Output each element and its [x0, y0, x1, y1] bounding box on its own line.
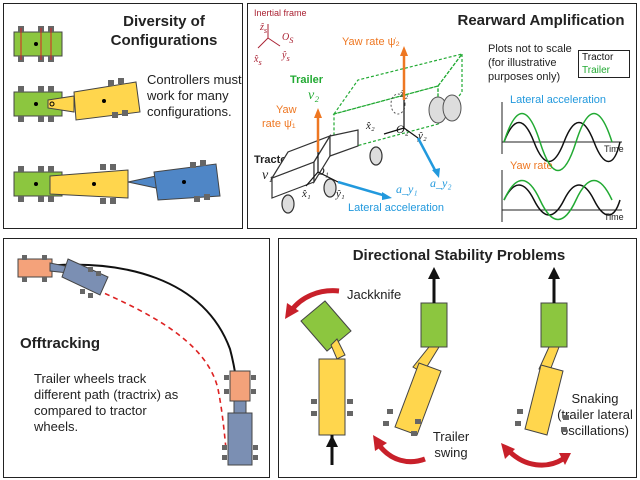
jackknife-arrow — [288, 288, 340, 313]
accel-arrows — [337, 137, 438, 198]
offtracking-text: Trailer wheels track different path (tra… — [34, 371, 179, 434]
inertial-frame-symbols: ẑs OS x̂s ŷs — [252, 20, 302, 70]
plot2-title: Yaw rate — [510, 160, 553, 172]
plots-note: Plots not to scale (for illustrative pur… — [488, 43, 572, 83]
diversity-graphic — [13, 26, 221, 204]
accel-arrow-1-head — [382, 192, 392, 200]
tractor-frame-axes — [305, 152, 339, 187]
trailer-frame-axes — [383, 100, 419, 139]
offtracking-graphic — [17, 255, 258, 466]
tractor-v-label: v₁ — [262, 168, 274, 183]
accel-arrow-2-head — [432, 168, 440, 178]
stability-title: Directional Stability Problems — [352, 247, 566, 264]
stability-graphic — [285, 267, 571, 468]
offtracking-truck-end — [222, 370, 258, 466]
y1-label: ŷ₁ — [336, 188, 345, 200]
tractor-config-2 — [13, 78, 141, 122]
diversity-text: Controllers must work for many configura… — [147, 72, 242, 119]
trailer-label: Trailer — [290, 74, 324, 86]
x2-label: x̂₂ — [366, 120, 375, 132]
plot1-title: Lateral acceleration — [510, 94, 607, 106]
plot1-time-label: Time — [604, 144, 624, 154]
tractor-config-1 — [13, 26, 63, 62]
ay1-label: a_y₁ — [396, 182, 418, 196]
yaw-rate-1-line1: Yaw — [276, 104, 297, 116]
ay2-label: a_y₂ — [430, 176, 452, 190]
legend-tractor: Tractor — [582, 52, 614, 63]
panel-offtracking: Offtracking Trailer wheels track differe… — [3, 238, 270, 478]
frame-z-label: ẑs — [260, 22, 268, 35]
diversity-title: Diversity of Configurations — [110, 13, 218, 49]
tractor-path — [33, 263, 241, 450]
frame-y-label: ŷs — [282, 50, 290, 63]
rearward-graphic — [257, 24, 622, 222]
yaw-rate-2-label: Yaw rate ψ̇₂ — [342, 36, 400, 48]
offtracking-title: Offtracking — [20, 335, 101, 352]
snaking-label: Snaking (trailer lateral oscillations) — [557, 391, 633, 438]
yaw-rate-1-line2: rate ψ̇₁ — [262, 118, 296, 130]
offtracking-truck-start — [17, 255, 109, 298]
frame-x-label: x̂s — [254, 54, 262, 67]
yaw-arrow-2-head — [400, 46, 408, 56]
x1-label: x̂₁ — [302, 188, 311, 200]
lateral-accel-label: Lateral acceleration — [348, 202, 445, 214]
jackknife-label: Jackknife — [347, 287, 402, 302]
yaw-arrows — [316, 52, 406, 152]
plot-yaw-rate — [501, 170, 622, 222]
jackknife-truck — [300, 300, 353, 465]
swing-arrow — [377, 443, 426, 465]
yaw-arrow-1-head — [314, 108, 322, 118]
y2-label: ŷ₂ — [418, 130, 427, 142]
frame-origin-label: OS — [282, 32, 294, 45]
trailer-path — [63, 274, 227, 450]
snaking-arrow — [507, 449, 565, 468]
legend-box: Tractor Trailer — [578, 50, 630, 78]
panel-rearward: Rearward Amplification Inertial frame Pl… — [247, 3, 637, 229]
panel-stability: Directional Stability Problems Jackknife… — [278, 238, 637, 478]
panel-diversity: Diversity of Configurations Controllers … — [3, 3, 243, 229]
trailer-v-label: v₂ — [308, 88, 320, 103]
trailer-swing-label: Trailer swing — [432, 429, 470, 460]
trailer-wheels — [390, 93, 462, 124]
tractor-config-3 — [13, 160, 221, 204]
plot2-time-label: Time — [604, 212, 624, 222]
rearward-title: Rearward Amplification — [457, 12, 625, 29]
inertial-frame-axes — [257, 24, 281, 49]
legend-trailer: Trailer — [582, 65, 610, 76]
inertial-frame-label: Inertial frame — [254, 8, 307, 18]
trailer-swing-truck — [383, 267, 448, 436]
snaking-truck — [515, 267, 569, 436]
tractor-body — [270, 129, 383, 214]
plot-lateral-accel — [501, 102, 622, 172]
